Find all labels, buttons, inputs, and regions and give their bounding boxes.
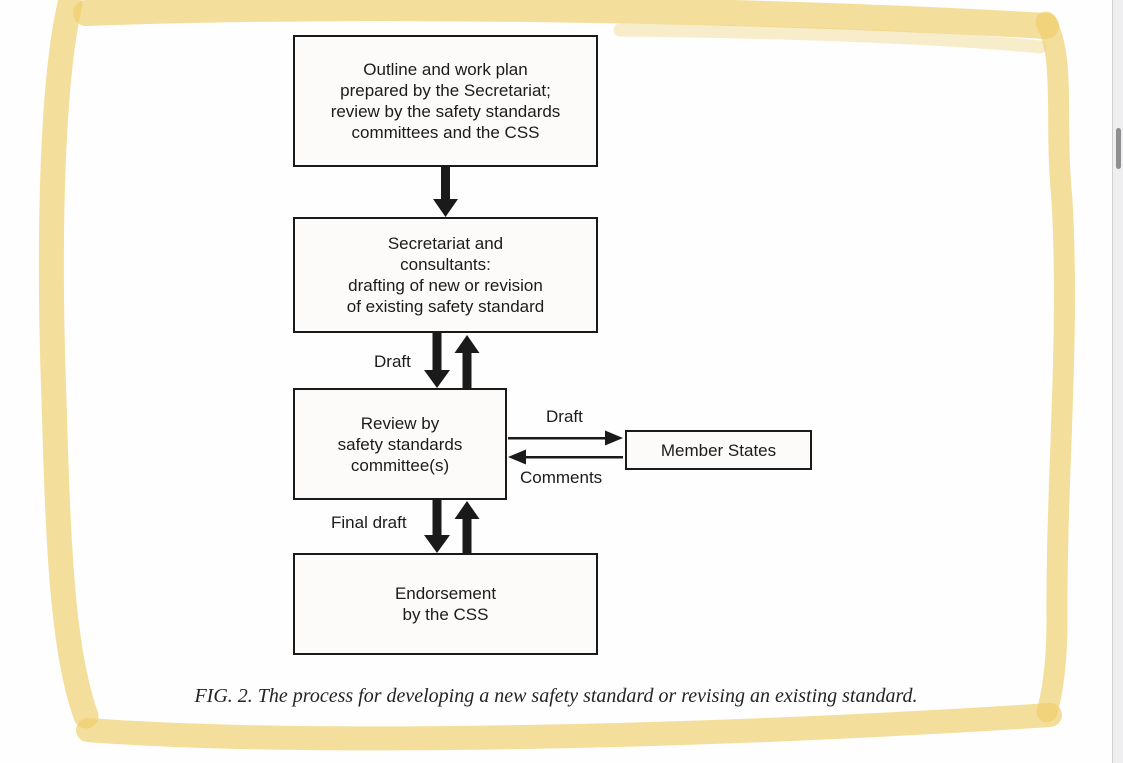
arrow-up-review-to-drafting-icon [454,335,480,388]
highlighter-stroke-top-echo [613,23,1047,54]
flow-box-css-endorsement: Endorsement by the CSS [293,553,598,655]
scrollbar-thumb[interactable] [1116,128,1121,169]
arrow-label-draft: Draft [374,352,411,371]
arrow-left-comments-head-icon [508,449,526,465]
highlighter-stroke-right [1035,11,1075,723]
flow-box-committee-review: Review by safety standards committee(s) [293,388,507,500]
arrow-label-final-draft: Final draft [331,513,407,532]
highlighter-stroke-bottom [76,703,1062,751]
highlighter-stroke-left [38,0,99,729]
scrollbar[interactable] [1112,0,1123,763]
arrow-down-review-to-endorsement-icon [424,500,450,553]
arrow-left-comments-line [524,456,623,459]
arrow-label-comments: Comments [520,468,603,487]
flow-box-outline-work-plan: Outline and work plan prepared by the Se… [293,35,598,167]
flow-box-member-states: Member States [625,430,812,470]
arrow-up-endorsement-to-review-icon [454,501,480,553]
flow-box-secretariat-drafting: Secretariat and consultants: drafting of… [293,217,598,333]
figure-caption: FIG. 2. The process for developing a new… [194,685,918,707]
arrow-right-draft-head-icon [605,430,623,446]
highlighter-stroke-top [73,0,1059,39]
arrow-label-draft-to-member-states: Draft [546,407,583,426]
arrow-down-outline-to-drafting-icon [433,167,458,217]
arrow-down-drafting-to-review-icon [424,333,450,388]
arrow-right-draft-line [508,437,605,440]
